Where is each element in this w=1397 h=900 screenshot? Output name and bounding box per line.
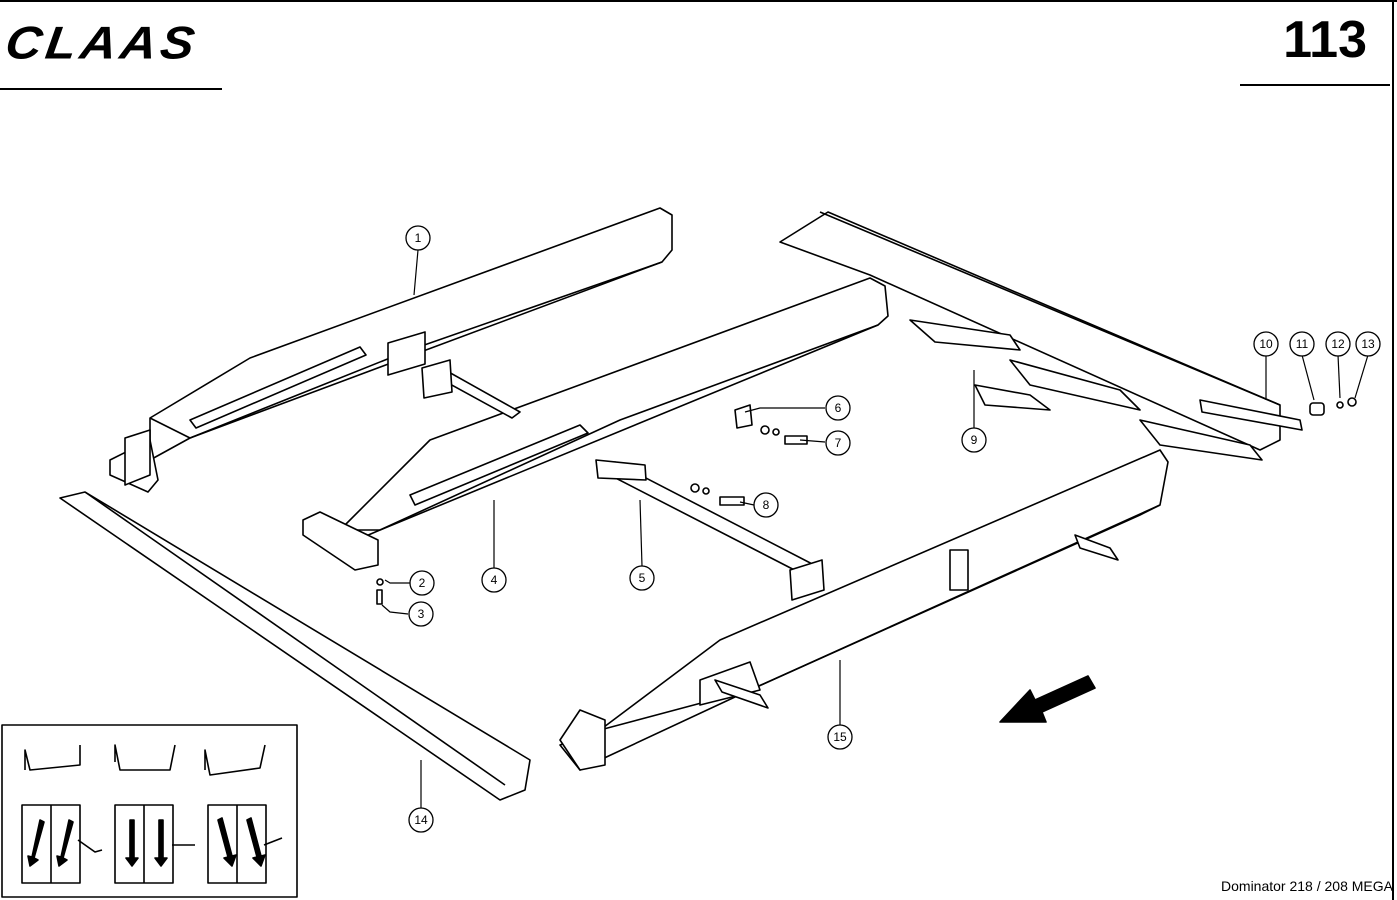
part-4-middle-rail [302, 277, 889, 571]
callout-7: 7 [825, 430, 851, 456]
part-9-rear-frame [779, 211, 1281, 461]
part-1-left-rail [109, 207, 673, 493]
svg-text:13: 13 [1361, 337, 1375, 351]
callout-8: 8 [753, 492, 779, 518]
bolt-hardware [376, 404, 808, 605]
part-15-right-rail [559, 449, 1169, 771]
svg-text:10: 10 [1259, 337, 1273, 351]
svg-text:9: 9 [971, 433, 978, 447]
svg-text:11: 11 [1296, 337, 1309, 351]
footer-model-label: Dominator 218 / 208 MEGA [1221, 878, 1393, 894]
callout-5: 5 [629, 565, 655, 591]
callout-1: 1 [405, 225, 431, 251]
callout-9: 9 [961, 427, 987, 453]
svg-text:6: 6 [835, 401, 842, 415]
page-number: 113 [1283, 11, 1367, 69]
svg-text:15: 15 [833, 730, 847, 744]
small-hardware [1309, 397, 1357, 416]
direction-arrow-icon [999, 675, 1096, 723]
svg-text:7: 7 [835, 436, 842, 450]
svg-text:1: 1 [415, 231, 422, 245]
callout-13: 13 [1355, 331, 1381, 357]
callout-2: 2 [409, 570, 435, 596]
callout-12: 12 [1325, 331, 1351, 357]
header-rule-right [1240, 84, 1390, 86]
callout-3: 3 [408, 601, 434, 627]
frame-top-line [0, 0, 1397, 2]
frame-right-line [1392, 0, 1394, 900]
inset-diagram-box [1, 724, 298, 898]
part-10-bar [1199, 399, 1303, 431]
svg-text:8: 8 [763, 498, 770, 512]
callout-14: 14 [408, 807, 434, 833]
callout-4: 4 [481, 567, 507, 593]
header-rule-left [0, 88, 222, 90]
callout-11: 11 [1289, 331, 1315, 357]
callout-6: 6 [825, 395, 851, 421]
cross-shaft-upper [421, 359, 521, 419]
svg-text:5: 5 [639, 571, 646, 585]
callout-15: 15 [827, 724, 853, 750]
callout-10: 10 [1253, 331, 1279, 357]
svg-text:2: 2 [419, 576, 426, 590]
leader-lines [381, 249, 1369, 808]
svg-text:12: 12 [1331, 337, 1345, 351]
svg-text:3: 3 [418, 607, 425, 621]
svg-text:14: 14 [414, 813, 428, 827]
part-14-angle-bar [59, 491, 531, 801]
svg-text:4: 4 [491, 573, 498, 587]
part-5-cross-tube [595, 459, 825, 601]
